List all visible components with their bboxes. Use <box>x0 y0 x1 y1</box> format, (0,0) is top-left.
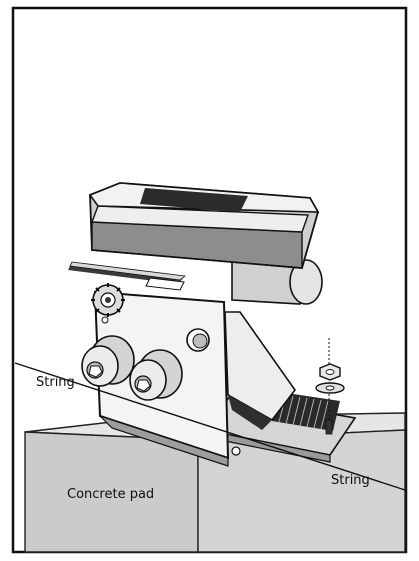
bracket-bolt <box>101 316 109 324</box>
gear-rack <box>272 392 340 431</box>
bracket-shadow <box>228 395 272 430</box>
bracket-bolt <box>231 446 241 456</box>
bracket-hole-inner <box>192 333 208 349</box>
guide-roller-right <box>129 349 183 401</box>
side-bracket <box>224 311 296 422</box>
string-label-right: String <box>331 473 370 488</box>
motor-body <box>231 255 323 305</box>
limit-switch-strip <box>68 261 186 291</box>
concrete-pad-label: Concrete pad <box>67 487 155 502</box>
control-housing <box>88 182 320 269</box>
drive-sprocket <box>91 283 125 317</box>
guide-roller-left <box>81 335 135 387</box>
anchor-hardware <box>315 338 345 435</box>
string-label-left: String <box>36 375 75 390</box>
housing-label-panel <box>140 188 248 212</box>
alignment-string <box>14 362 406 491</box>
bracket-foot <box>99 415 229 467</box>
